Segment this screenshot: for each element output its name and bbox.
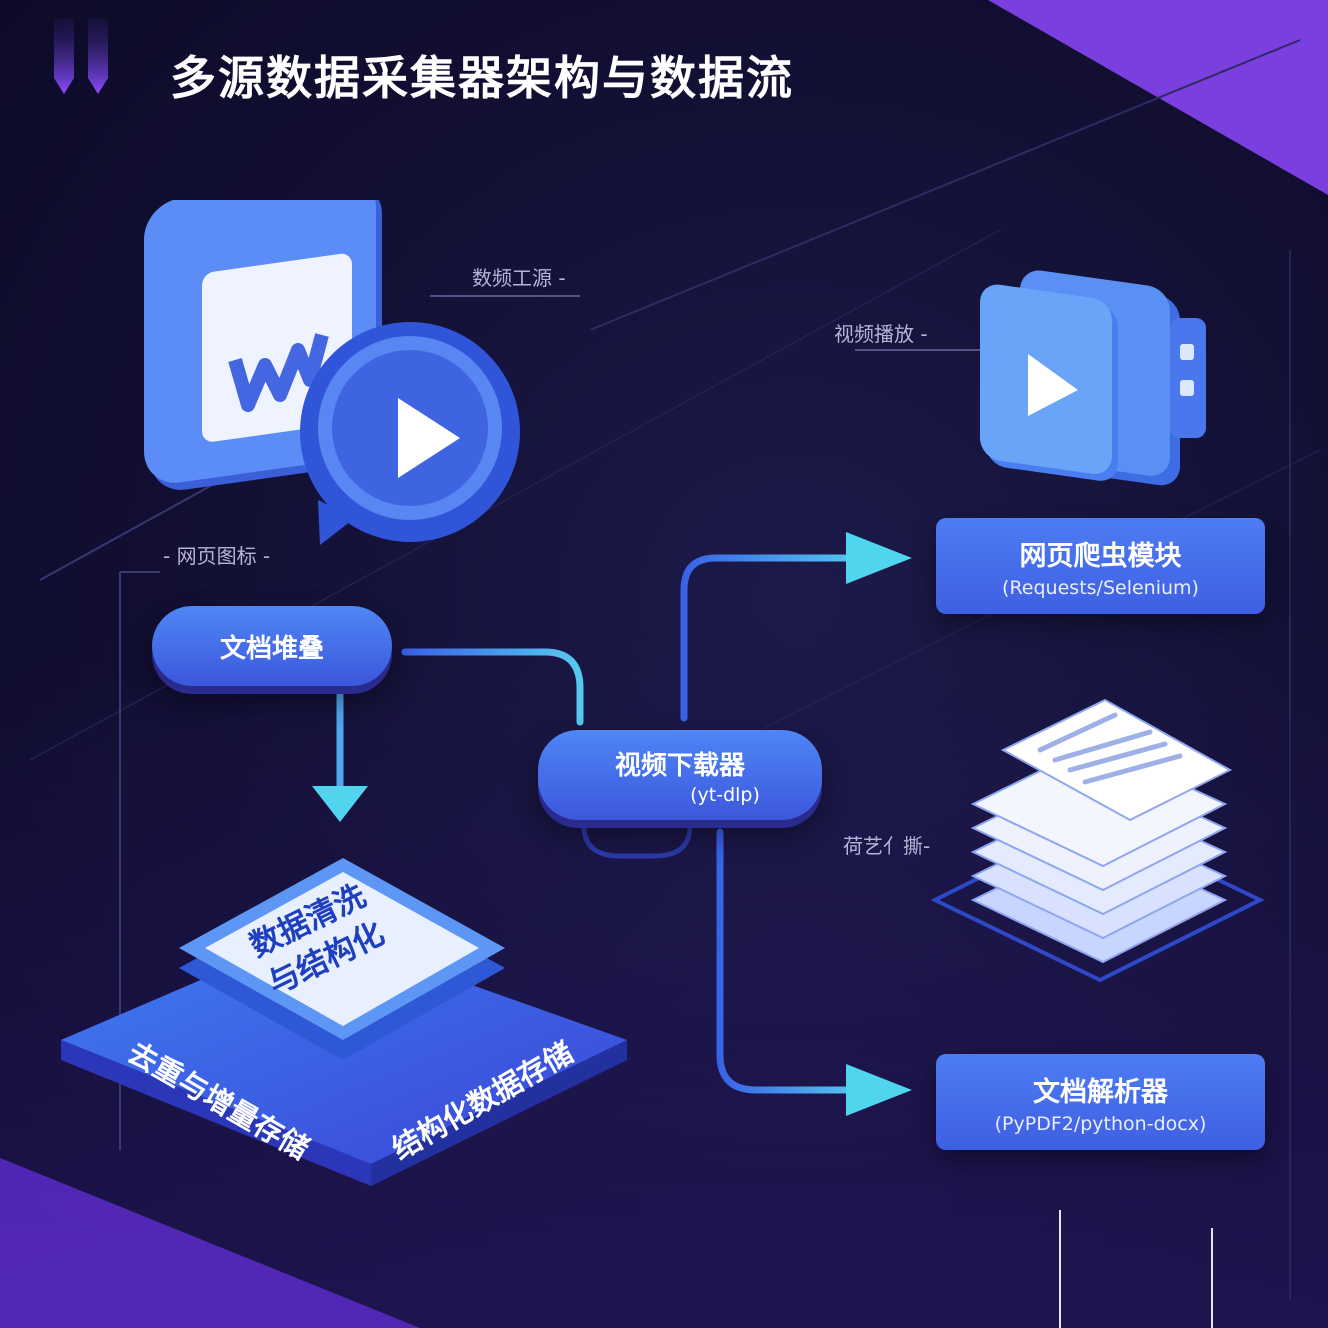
play-bubble-icon — [300, 322, 520, 545]
node-web-crawler: 网页爬虫模块 (Requests/Selenium) — [936, 518, 1265, 614]
node-doc-stack: 文档堆叠 — [152, 606, 392, 686]
label-video-play: 视频播放 - — [834, 322, 928, 346]
doc-parser-tool: (PyPDF2/python-docx) — [994, 1112, 1207, 1135]
video-downloader-name: 视频下载器 — [614, 750, 745, 781]
web-crawler-name: 网页爬虫模块 — [1019, 540, 1182, 572]
corner-accent-bottom-left — [0, 1158, 420, 1328]
web-crawler-tool: (Requests/Selenium) — [1002, 576, 1199, 599]
node-video-downloader: 视频下载器 (yt-dlp) — [538, 730, 822, 820]
page-title: 多源数据采集器架构与数据流 — [170, 51, 794, 105]
video-camera-icon — [980, 270, 1206, 486]
node-doc-parser: 文档解析器 (PyPDF2/python-docx) — [936, 1054, 1265, 1150]
arrow-to-clean — [312, 786, 368, 822]
arrow-to-parser — [846, 1064, 912, 1116]
label-data-source: 数频工源 - — [472, 266, 566, 290]
arrow-to-crawler — [846, 532, 912, 584]
title-bars-icon — [54, 18, 108, 94]
label-doc: 荷艺亻撕- — [843, 834, 931, 858]
document-stack-icon — [930, 698, 1265, 983]
storage-platform — [61, 858, 627, 1186]
clean-block — [179, 858, 505, 1060]
video-downloader-tool: (yt-dlp) — [690, 783, 760, 806]
web-page-icon — [144, 200, 520, 545]
doc-parser-name: 文档解析器 — [1033, 1076, 1168, 1108]
label-web-icon: - 网页图标 - — [163, 544, 271, 568]
